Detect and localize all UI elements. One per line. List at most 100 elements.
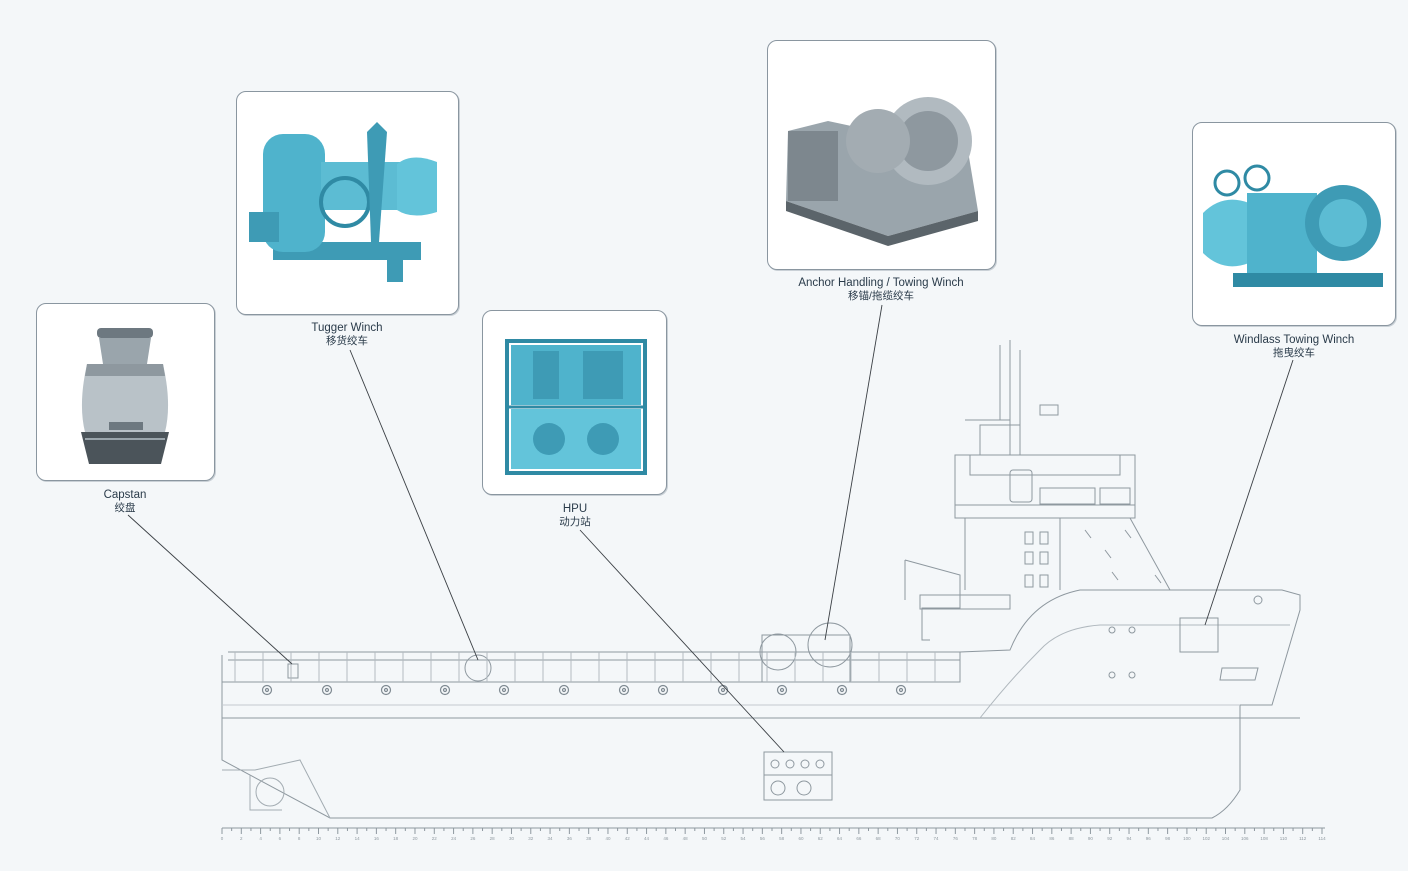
anchor-handling-winch-label: Anchor Handling / Towing Winch 移锚/拖缆绞车: [761, 277, 1001, 303]
scale-label: 114: [1318, 836, 1326, 841]
tugger-winch-photo-card: [236, 91, 459, 315]
porthole: [380, 684, 392, 696]
porthole-center: [324, 687, 330, 693]
hpu-label-zh: 动力站: [559, 516, 591, 528]
capstan-picture: [81, 328, 169, 464]
porthole-center: [442, 687, 448, 693]
capstan-label-en: Capstan: [103, 489, 147, 501]
scale-label: 56: [760, 836, 766, 841]
scale-label: 80: [991, 836, 997, 841]
scale-label: 112: [1299, 836, 1307, 841]
scale-label: 52: [721, 836, 727, 841]
porthole-center: [779, 687, 785, 693]
porthole: [895, 684, 907, 696]
porthole: [836, 684, 848, 696]
porthole-center: [264, 687, 270, 693]
capstan-label-zh: 绞盘: [114, 502, 136, 514]
windlass-towing-winch-label-en: Windlass Towing Winch: [1233, 334, 1355, 346]
scale-label: 38: [586, 836, 592, 841]
hpu-picture: [505, 339, 647, 475]
scale-label: 32: [528, 836, 534, 841]
porthole: [717, 684, 729, 696]
scale-label: 100: [1183, 836, 1191, 841]
scale-label: 76: [953, 836, 959, 841]
scale-label: 48: [683, 836, 689, 841]
windlass-towing-winch-photo-card: [1192, 122, 1396, 326]
scale-label: 88: [1069, 836, 1075, 841]
scale-label: 6: [279, 836, 282, 841]
hpu-label-en: HPU: [562, 503, 588, 515]
tugger-winch-label: Tugger Winch 移货绞车: [227, 322, 467, 348]
porthole-center: [501, 687, 507, 693]
scale-label: 50: [702, 836, 708, 841]
porthole-center: [383, 687, 389, 693]
scale-label: 92: [1107, 836, 1113, 841]
porthole-center: [720, 687, 726, 693]
anchor-handling-winch-photo-card: [767, 40, 996, 270]
leader-anchor: [824, 304, 883, 641]
hpu-label: HPU 动力站: [455, 503, 695, 529]
windlass-towing-winch-label-zh: 拖曳绞车: [1273, 347, 1315, 359]
scale-label: 10: [316, 836, 322, 841]
porthole-center: [621, 687, 627, 693]
scale-label: 18: [393, 836, 399, 841]
porthole: [657, 684, 669, 696]
scale-label: 96: [1146, 836, 1152, 841]
scale-label: 98: [1165, 836, 1171, 841]
porthole: [261, 684, 273, 696]
anchor-handling-winch-label-en: Anchor Handling / Towing Winch: [798, 277, 964, 289]
scale-label: 28: [490, 836, 496, 841]
scale-label: 82: [1011, 836, 1017, 841]
porthole: [558, 684, 570, 696]
scale-label: 94: [1127, 836, 1133, 841]
scale-label: 104: [1222, 836, 1230, 841]
porthole: [498, 684, 510, 696]
scale-label: 60: [798, 836, 804, 841]
scale-label: 106: [1241, 836, 1249, 841]
porthole-center: [898, 687, 904, 693]
tugger-winch-label-zh: 移货绞车: [326, 335, 368, 347]
porthole-center: [660, 687, 666, 693]
porthole-center: [561, 687, 567, 693]
scale-label: 34: [548, 836, 554, 841]
scale-label: 4: [259, 836, 262, 841]
scale-label: 26: [470, 836, 476, 841]
scale-label: 70: [895, 836, 901, 841]
scale-label: 72: [914, 836, 920, 841]
porthole: [439, 684, 451, 696]
scale-label: 14: [355, 836, 361, 841]
scale-label: 16: [374, 836, 380, 841]
scale-label: 12: [335, 836, 341, 841]
scale-label: 108: [1260, 836, 1268, 841]
scale-label: 0: [221, 836, 224, 841]
scale-label: 42: [625, 836, 631, 841]
porthole-center: [839, 687, 845, 693]
scale-label: 78: [972, 836, 978, 841]
scale-label: 64: [837, 836, 843, 841]
capstan-photo-card: [36, 303, 215, 481]
scale-label: 84: [1030, 836, 1036, 841]
leader-tugger: [349, 349, 479, 661]
scale-label: 68: [876, 836, 882, 841]
scale-label: 62: [818, 836, 824, 841]
scale-label: 102: [1202, 836, 1210, 841]
porthole: [776, 684, 788, 696]
windlass-towing-winch-picture: [1203, 164, 1383, 287]
anchor-handling-winch-picture: [786, 97, 978, 246]
scale-label: 24: [451, 836, 457, 841]
porthole: [321, 684, 333, 696]
anchor-handling-winch-label-zh: 移锚/拖缆绞车: [848, 290, 914, 302]
leader-capstan: [127, 514, 293, 665]
scale-label: 66: [856, 836, 862, 841]
scale-label: 40: [605, 836, 611, 841]
tugger-winch-picture: [249, 122, 437, 282]
scale-label: 110: [1280, 836, 1288, 841]
scale-label: 74: [934, 836, 940, 841]
scale-label: 90: [1088, 836, 1094, 841]
scale-label: 36: [567, 836, 573, 841]
leader-hpu: [579, 529, 785, 753]
windlass-towing-winch-label: Windlass Towing Winch 拖曳绞车: [1174, 334, 1408, 360]
scale-label: 86: [1049, 836, 1055, 841]
